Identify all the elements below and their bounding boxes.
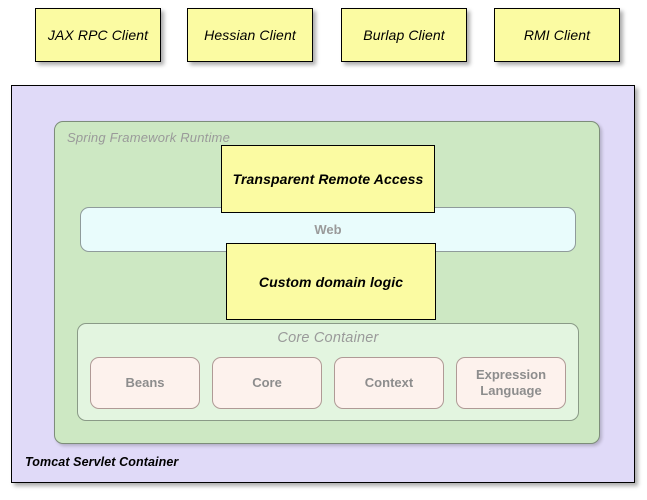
tomcat-servlet-container-label: Tomcat Servlet Container — [25, 455, 179, 469]
core-module-expression-language[interactable]: Expression Language — [456, 357, 566, 409]
overlay-box-label: Custom domain logic — [258, 273, 404, 290]
spring-framework-runtime-label: Spring Framework Runtime — [67, 130, 231, 145]
client-box-burlap[interactable]: Burlap Client — [341, 8, 467, 62]
overlay-box-transparent-remote-access[interactable]: Transparent Remote Access — [221, 145, 435, 213]
client-box-label: JAX RPC Client — [47, 27, 149, 43]
core-module-label: Core — [252, 374, 282, 390]
core-module-context[interactable]: Context — [334, 357, 444, 409]
core-module-beans[interactable]: Beans — [90, 357, 200, 409]
client-box-rmi[interactable]: RMI Client — [494, 8, 620, 62]
core-module-label: Context — [364, 374, 414, 390]
core-module-label: Beans — [125, 374, 165, 390]
client-box-jax-rpc[interactable]: JAX RPC Client — [35, 8, 161, 62]
client-box-label: Burlap Client — [363, 27, 445, 43]
core-module-core[interactable]: Core — [212, 357, 322, 409]
core-container[interactable]: Core Container Beans Core Context Expres… — [77, 323, 579, 421]
overlay-box-custom-domain-logic[interactable]: Custom domain logic — [226, 243, 436, 320]
core-module-label: Expression Language — [475, 366, 547, 398]
web-band-label: Web — [314, 222, 342, 237]
client-box-label: RMI Client — [523, 27, 591, 43]
client-box-label: Hessian Client — [204, 27, 296, 43]
core-container-label: Core Container — [277, 330, 379, 346]
overlay-box-label: Transparent Remote Access — [232, 171, 424, 187]
client-box-hessian[interactable]: Hessian Client — [187, 8, 313, 62]
